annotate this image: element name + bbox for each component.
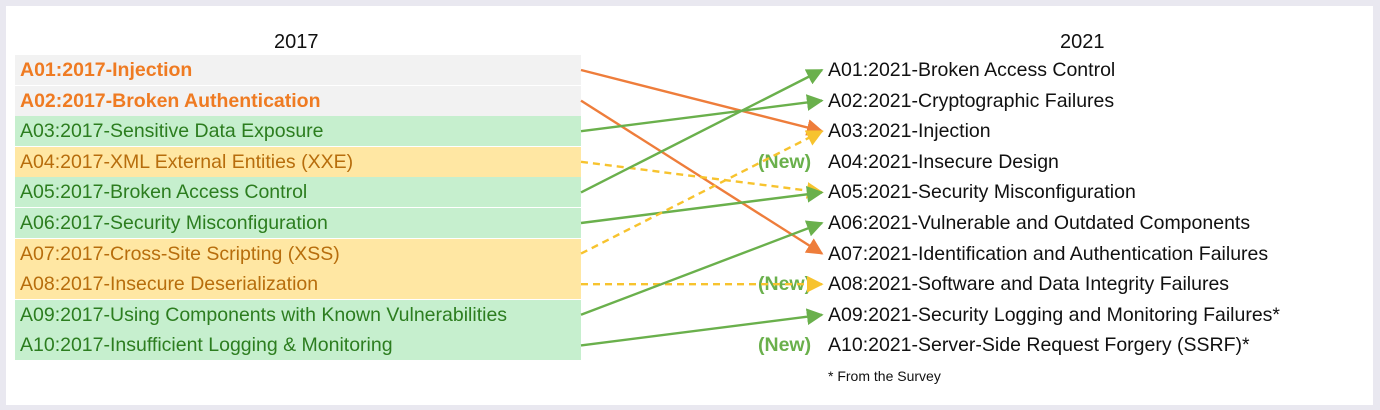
left-item-3: A03:2017-Sensitive Data Exposure bbox=[15, 116, 581, 147]
right-item-8: A08:2021-Software and Data Integrity Fai… bbox=[828, 273, 1230, 296]
mapping-arrow-6 bbox=[580, 185, 824, 225]
survey-footnote: * From the Survey bbox=[828, 368, 941, 384]
right-column-title: 2021 bbox=[1060, 31, 1105, 53]
right-item-4: A04:2021-Insecure Design bbox=[828, 150, 1059, 173]
new-tag: (New) bbox=[758, 334, 812, 357]
right-item-2: A02:2021-Cryptographic Failures bbox=[828, 89, 1115, 112]
mapping-arrow-10 bbox=[580, 308, 824, 347]
left-item-1: A01:2017-Injection bbox=[15, 55, 581, 85]
left-item-10: A10:2017-Insufficient Logging & Monitori… bbox=[15, 330, 581, 361]
mapping-arrow-9 bbox=[580, 220, 824, 316]
left-item-4: A04:2017-XML External Entities (XXE) bbox=[15, 146, 581, 177]
mapping-arrow-7 bbox=[580, 130, 824, 255]
mapping-arrow-3 bbox=[580, 94, 824, 133]
mapping-arrow-5 bbox=[580, 68, 824, 194]
mapping-arrow-1 bbox=[580, 68, 824, 136]
left-item-5: A05:2017-Broken Access Control bbox=[15, 177, 581, 208]
new-tag: (New) bbox=[758, 273, 812, 296]
right-item-9: A09:2021-Security Logging and Monitoring… bbox=[828, 303, 1281, 326]
right-item-7: A07:2021-Identification and Authenticati… bbox=[828, 242, 1269, 265]
right-item-3: A03:2021-Injection bbox=[828, 120, 991, 143]
left-item-7: A07:2017-Cross-Site Scripting (XSS) bbox=[15, 238, 581, 269]
left-column-title: 2017 bbox=[274, 31, 319, 53]
left-item-6: A06:2017-Security Misconfiguration bbox=[15, 208, 581, 238]
left-item-8: A08:2017-Insecure Deserialization bbox=[15, 269, 581, 300]
right-item-10: A10:2021-Server-Side Request Forgery (SS… bbox=[828, 334, 1250, 357]
right-item-1: A01:2021-Broken Access Control bbox=[828, 59, 1116, 81]
right-item-5: A05:2021-Security Misconfiguration bbox=[828, 181, 1136, 204]
left-item-9: A09:2017-Using Components with Known Vul… bbox=[15, 299, 581, 330]
right-item-6: A06:2021-Vulnerable and Outdated Compone… bbox=[828, 212, 1251, 234]
new-tag: (New) bbox=[758, 150, 812, 173]
mapping-arrow-4 bbox=[580, 160, 824, 199]
left-item-2: A02:2017-Broken Authentication bbox=[15, 85, 581, 116]
